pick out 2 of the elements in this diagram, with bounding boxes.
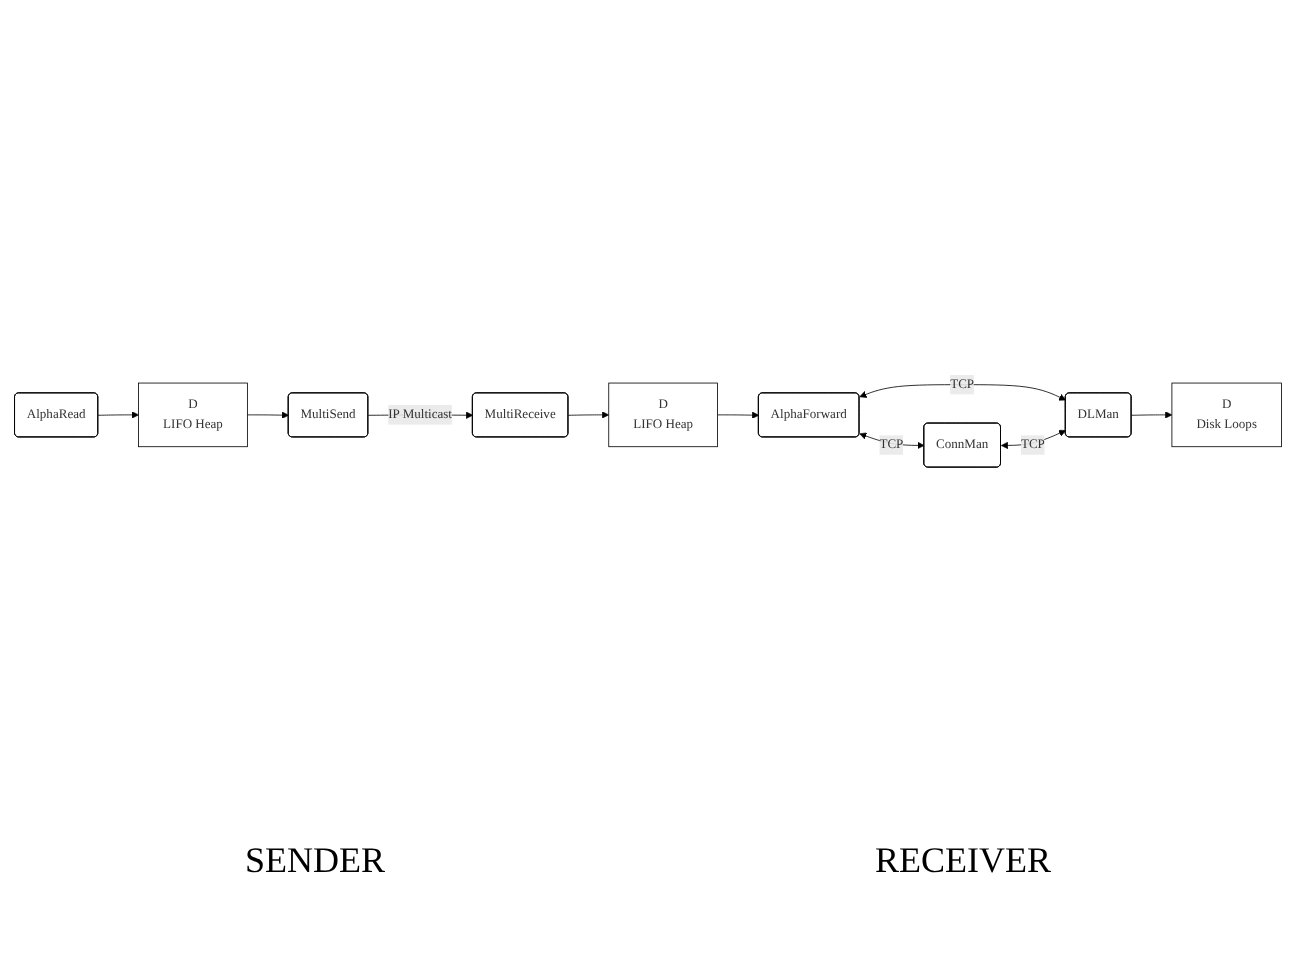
group-label: RECEIVER xyxy=(874,840,1051,882)
group-label: SENDER xyxy=(244,840,385,882)
